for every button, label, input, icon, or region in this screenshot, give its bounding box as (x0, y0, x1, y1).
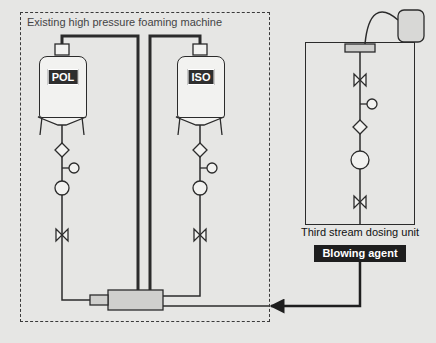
components (40, 117, 42, 135)
node-text: Third stream dosing unit (299, 226, 421, 238)
components (367, 99, 377, 109)
pipework (359, 52, 361, 225)
components (56, 229, 68, 241)
dosing-unit-box: Third stream dosing unit (305, 42, 415, 225)
components (360, 103, 367, 104)
components (345, 44, 375, 52)
tank: ISO (177, 56, 225, 118)
pipework (163, 305, 270, 307)
tank: POL (39, 56, 87, 118)
components (354, 74, 366, 86)
pipework (62, 125, 108, 300)
components (55, 181, 69, 195)
components (176, 117, 224, 125)
components (55, 44, 69, 55)
components (62, 167, 69, 168)
components (38, 10, 424, 310)
components (178, 117, 180, 135)
components (108, 290, 163, 310)
machine-region: Existing high pressure foaming machinePO… (20, 12, 270, 322)
components (207, 163, 217, 173)
components (82, 117, 84, 135)
node-text: ISO (188, 69, 215, 85)
node-text: Existing high pressure foaming machine (27, 16, 222, 28)
components (38, 117, 86, 125)
components (200, 167, 207, 168)
components (193, 44, 207, 55)
components (351, 151, 369, 169)
components (55, 143, 69, 157)
node-text: Blowing agent (314, 245, 405, 262)
pipework (365, 12, 398, 44)
components (194, 229, 206, 241)
components (69, 163, 79, 173)
components (354, 196, 366, 208)
pipe-connector (271, 262, 360, 306)
components (90, 295, 108, 305)
blowing-agent-band: Blowing agent (314, 245, 405, 262)
components (193, 181, 207, 195)
components (398, 10, 424, 42)
components (193, 143, 207, 157)
node-text: POL (48, 69, 79, 85)
components (353, 120, 367, 134)
components (220, 117, 222, 135)
